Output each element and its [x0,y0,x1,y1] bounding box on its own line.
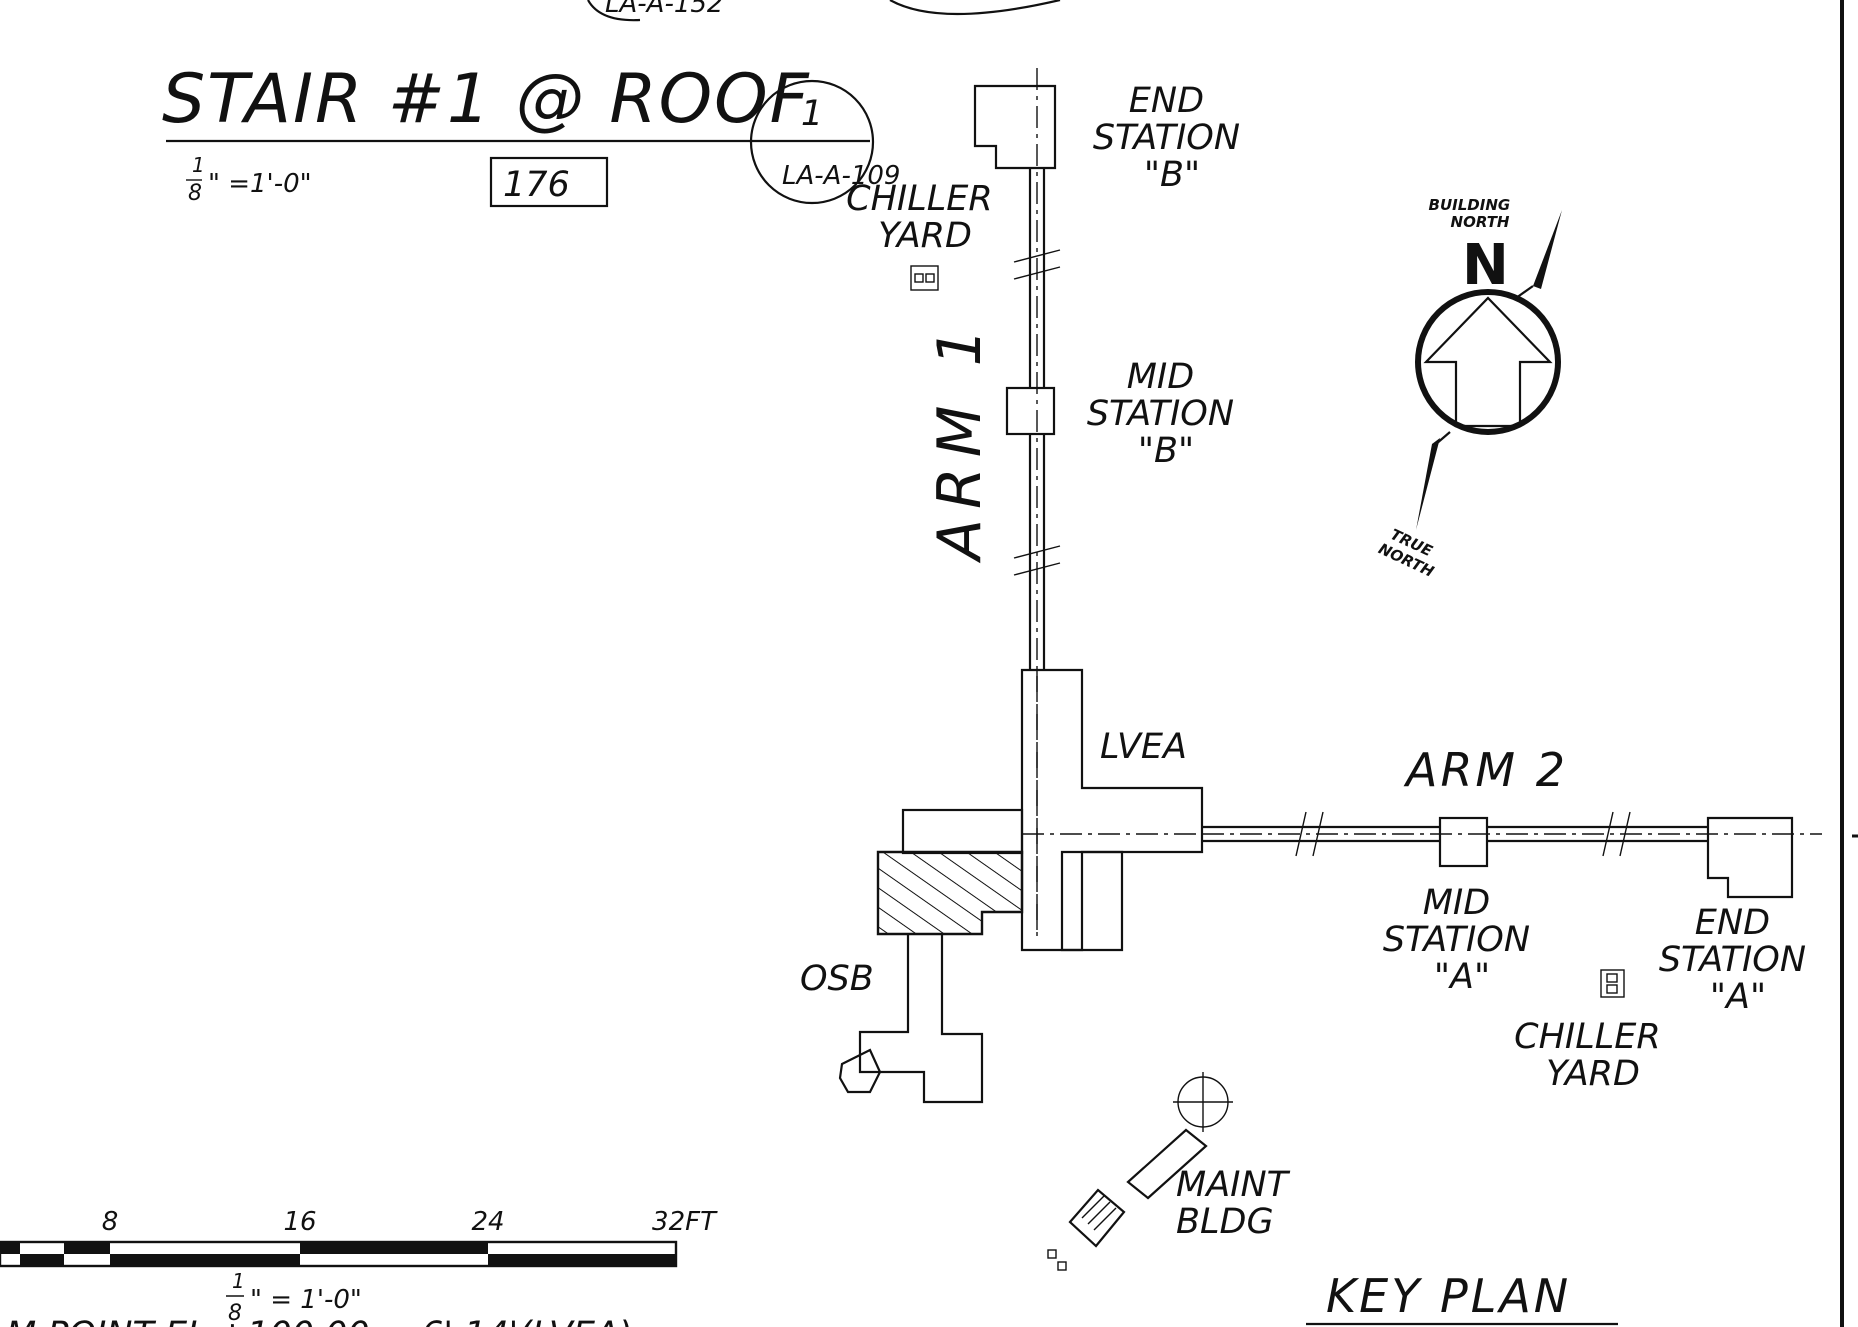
end-station-b-label: END STATION "B" [1093,81,1251,195]
osb-label: OSB [800,959,874,999]
arm-2-label: ARM 2 [1403,743,1568,797]
mid-station-b: MID STATION "B" [1005,357,1245,471]
detail-scale: 1 8 " =1'-0" [186,153,312,206]
sheet-border [1840,0,1858,1327]
mid-station-b-label: MID STATION "B" [1087,357,1245,471]
detail-title: STAIR #1 @ ROOF [162,60,811,139]
key-plan-title: KEY PLAN [1326,1269,1571,1323]
mid-station-a-label: MID STATION "A" [1383,883,1541,997]
building-north-label: BUILDING NORTH [1429,196,1516,231]
scale-tick-8: 8 [102,1207,119,1237]
detail-scale-den: 8 [188,181,202,206]
north-arrow-icon: BUILDING NORTH N TRUE NORTH [1376,196,1562,581]
chiller-yard-b: CHILLER YARD [846,179,1004,291]
hatch-pattern-icon [876,850,1024,936]
detail-number: 1 [801,94,823,134]
room-number-box: 176 [489,156,609,208]
detail-scale-num: 1 [192,153,205,177]
arm-1-label: ARM 1 [925,318,995,564]
chiller-yard-a: CHILLER YARD [1514,969,1672,1094]
lvea-label: LVEA [1100,727,1187,767]
chiller-yard-a-label: CHILLER YARD [1514,1017,1672,1094]
detail-title-block: STAIR #1 @ ROOF 1 LA-A-109 1 8 " =1'-0" … [162,60,900,208]
maint-bldg: MAINT BLDG [1047,1072,1299,1271]
osb-building: OSB [800,850,1024,1104]
mid-station-a: MID STATION "A" [1383,816,1541,997]
top-sheet-ref: LA-A-152 [605,0,723,19]
scale-tick-16: 16 [283,1207,316,1237]
true-north-label: TRUE NORTH [1376,523,1445,581]
key-plan-title-block: KEY PLAN [1306,1269,1618,1326]
scale-den: 8 [228,1301,242,1326]
top-detail-bubble: LA-A-152 [587,0,1061,22]
scale-bar-icon: 8 16 24 32FT 1 8 " = 1'-0" [0,1207,718,1326]
end-station-a-label: END STATION "A" [1659,903,1817,1017]
scale-tick-32ft: 32FT [652,1207,718,1237]
detail-sheet-ref: LA-A-109 [782,161,900,191]
end-station-b: END STATION "B" [973,81,1251,195]
scale-num: 1 [232,1269,245,1293]
north-letter: N [1462,233,1509,298]
detail-bubble-icon: 1 LA-A-109 [749,79,900,205]
maint-bldg-label: MAINT BLDG [1176,1165,1299,1242]
footer-note: M POINT EL +100.00 = 6' 14'(LVEA) [6,1315,633,1327]
scale-tick-24: 24 [471,1207,504,1237]
room-number: 176 [503,165,570,205]
end-station-a: END STATION "A" [1659,816,1817,1017]
detail-scale-rest: " =1'-0" [208,169,312,199]
chiller-yard-b-label: CHILLER YARD [846,179,1004,256]
arm-2: ARM 2 [1202,743,1822,857]
scale-rest: " = 1'-0" [250,1285,362,1315]
